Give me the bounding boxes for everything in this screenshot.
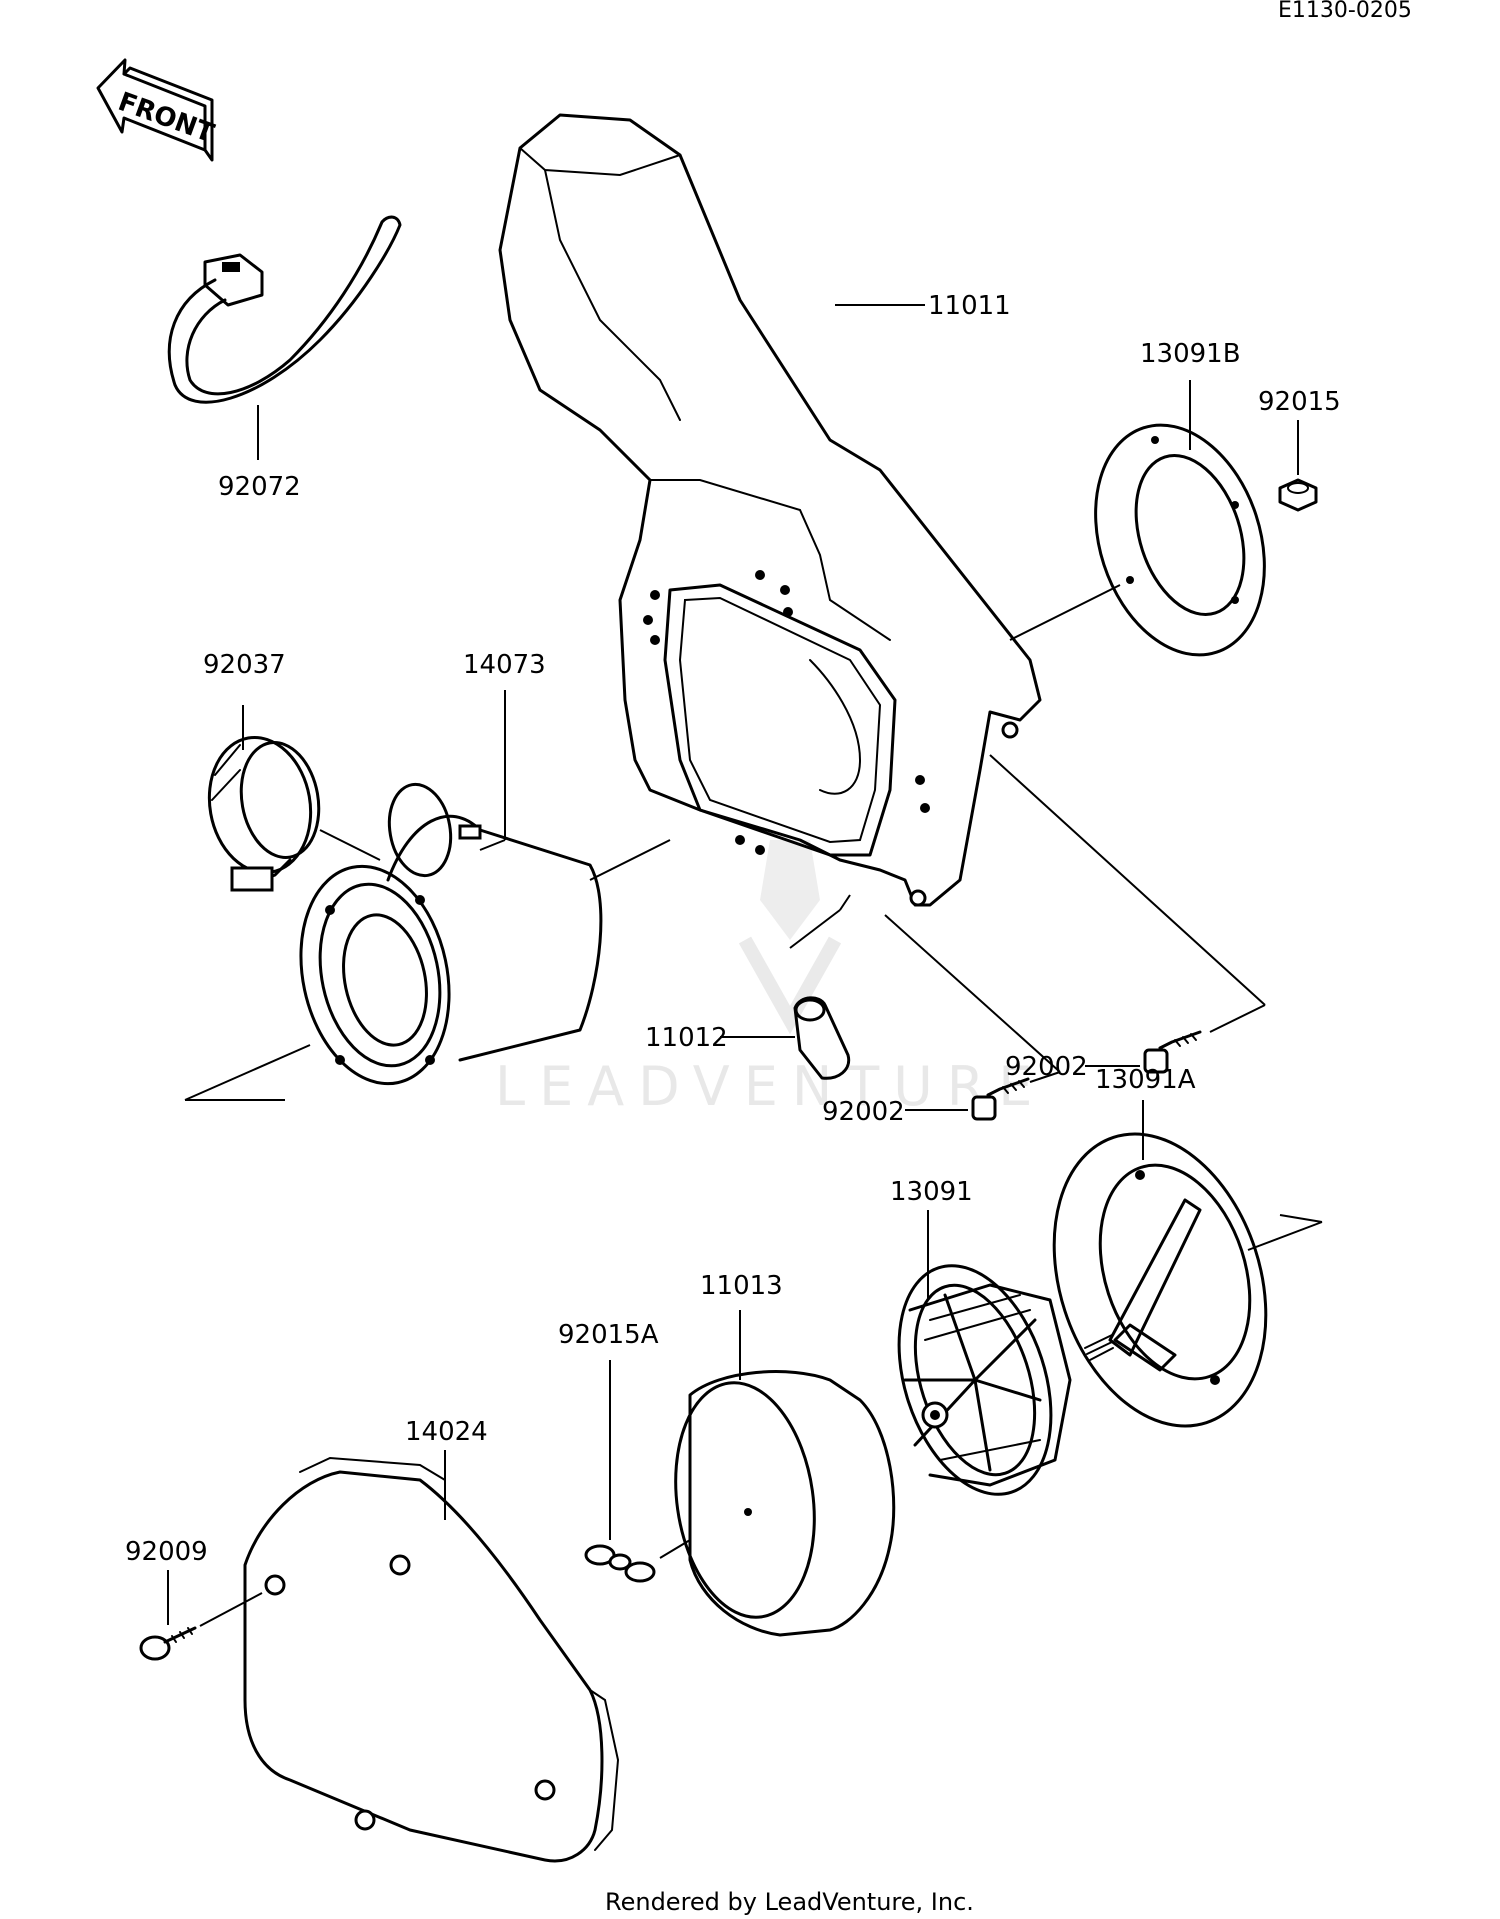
filter-element-11013 (674, 1370, 896, 1637)
label-11013: 11013 (700, 1271, 783, 1301)
label-13091B: 13091B (1140, 339, 1241, 369)
filter-frame-13091 (897, 1264, 1072, 1496)
label-92015A: 92015A (558, 1320, 659, 1350)
cover-14024 (243, 1456, 620, 1863)
footer-credit: Rendered by LeadVenture, Inc. (605, 1888, 974, 1916)
label-92015: 92015 (1258, 387, 1341, 417)
gasket-13091B (1094, 423, 1266, 657)
diagram-code: E1130-0205 (1278, 0, 1412, 23)
air-cleaner-housing-11011 (498, 113, 1042, 907)
screw-92009 (139, 1626, 197, 1661)
clamp-92037 (207, 735, 321, 892)
label-92072: 92072 (218, 472, 301, 502)
label-92037: 92037 (203, 650, 286, 680)
nut-92015 (1278, 478, 1318, 512)
cable-tie-92072 (167, 215, 402, 404)
label-13091: 13091 (890, 1177, 973, 1207)
drain-cap-11012 (793, 996, 851, 1080)
duct-14073 (299, 782, 603, 1086)
watermark: LEADVENTURE (495, 840, 1046, 1118)
label-11012: 11012 (645, 1023, 728, 1053)
wing-nut-92015A (584, 1544, 656, 1583)
label-11011: 11011 (928, 291, 1011, 321)
backing-plate-13091A (1052, 1132, 1268, 1428)
label-14024: 14024 (405, 1417, 488, 1447)
front-arrow-icon: FRONT (96, 58, 218, 162)
watermark-text: LEADVENTURE (495, 1055, 1046, 1118)
label-92009: 92009 (125, 1537, 208, 1567)
label-13091A: 13091A (1095, 1065, 1196, 1095)
label-14073: 14073 (463, 650, 546, 680)
bolt-92002-upper (1143, 1030, 1202, 1074)
bolt-92002-lower (971, 1077, 1030, 1121)
label-92002-lower: 92002 (822, 1097, 905, 1127)
